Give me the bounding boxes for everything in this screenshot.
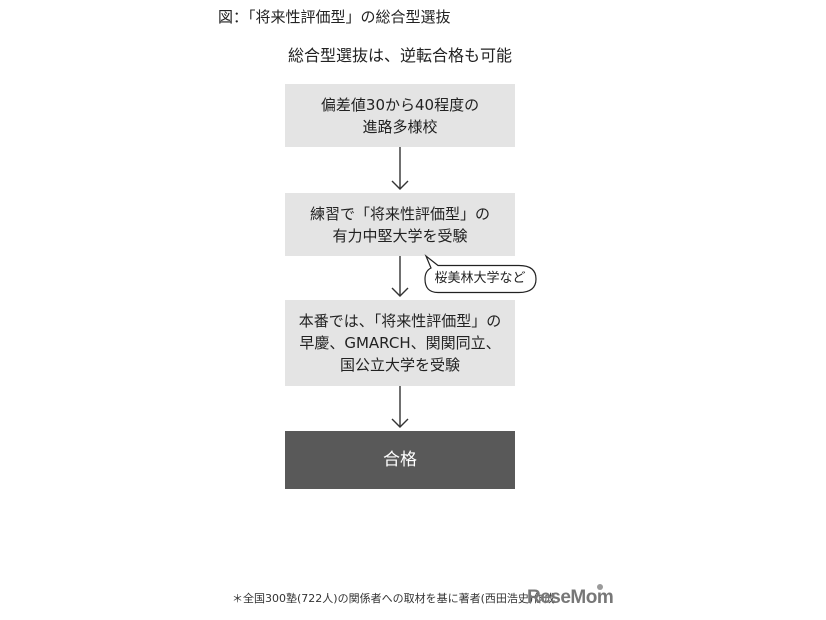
flow-step-3-text: 本番では、「将来性評価型」の 早慶、GMARCH、関関同立、 国公立大学を受験 [298,312,502,374]
down-arrow-icon [391,147,409,190]
resemom-logo: ReseMom [527,587,614,608]
footnote: ＊全国300塾(722人)の関係者への取材を基に著者(西田浩史)作成 [232,592,556,605]
callout-bubble: 桜美林大学など [415,250,537,294]
flow-step-2-text: 練習で「将来性評価型」の 有力中堅大学を受験 [309,204,490,245]
callout-text: 桜美林大学など [434,271,526,286]
flow-step-3: 本番では、「将来性評価型」の 早慶、GMARCH、関関同立、 国公立大学を受験 [285,300,515,386]
flow-step-1: 偏差値30から40程度の 進路多様校 [285,84,515,147]
figure-label: 図：「将来性評価型」の総合型選抜 [218,8,451,26]
flow-step-result-text: 合格 [383,450,417,470]
flow-step-result: 合格 [285,431,515,489]
diagram-subtitle: 総合型選抜は、逆転合格も可能 [287,46,512,65]
logo-dot-icon [597,584,603,590]
speech-bubble-icon [424,254,537,294]
down-arrow-icon [391,256,409,297]
flow-step-2: 練習で「将来性評価型」の 有力中堅大学を受験 [285,193,515,256]
flow-step-1-text: 偏差値30から40程度の 進路多様校 [320,95,480,136]
down-arrow-icon [391,386,409,428]
